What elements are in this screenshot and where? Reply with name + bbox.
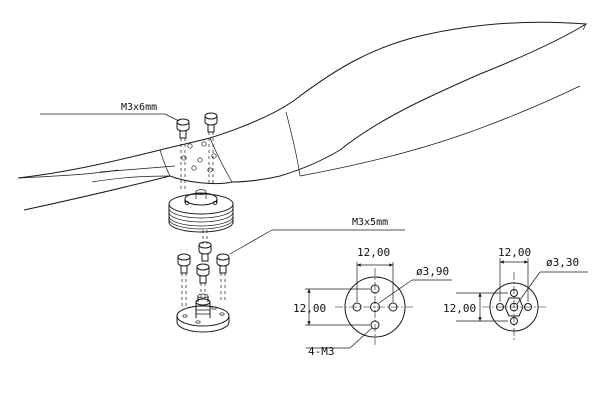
propeller-hub: [159, 137, 233, 185]
screw-top-label: M3x6mm: [121, 102, 157, 113]
mount-left-width-dim: 12,00: [357, 246, 390, 259]
hub-holes: [181, 141, 217, 173]
screw-bottom-3: [216, 253, 230, 300]
screw-top-2: [204, 112, 218, 185]
screw-top-1: [176, 118, 190, 190]
mount-pattern-right: [456, 258, 588, 342]
leader-screw-bottom: [229, 229, 405, 255]
mount-left-hole-dia: ø3,90: [416, 265, 449, 278]
screw-bottom-label: M3x5mm: [352, 217, 388, 228]
mount-right-hole-dia: ø3,30: [546, 256, 579, 269]
motor-bell: [168, 189, 234, 233]
mount-pattern-left: [305, 262, 452, 349]
propeller-blade-left: [17, 149, 176, 211]
screw-bottom-2: [177, 253, 191, 306]
screw-bottom-1: [198, 230, 212, 262]
leader-screw-top: [40, 113, 180, 122]
mount-left-height-dim: 12,00: [293, 302, 326, 315]
prop-adapter-base: [176, 293, 230, 333]
propeller-blade-right: [209, 21, 588, 183]
mount-right-height-dim: 12,00: [443, 302, 476, 315]
mount-right-width-dim: 12,00: [498, 246, 531, 259]
screw-bottom-4: [196, 263, 210, 298]
mount-left-thread: 4-M3: [308, 345, 335, 358]
